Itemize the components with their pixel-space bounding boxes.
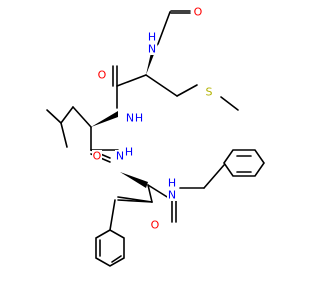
nitrogen-atom-label: N [168, 189, 176, 202]
label-background [150, 219, 160, 231]
bond [220, 96, 239, 111]
oxygen-atom-label: O [151, 219, 160, 232]
label-background [97, 69, 107, 81]
bond [72, 106, 92, 128]
hydrogen-atom-label: H [135, 112, 143, 125]
bond [157, 11, 171, 45]
label-background [204, 86, 214, 98]
bond [111, 255, 122, 263]
label-background [147, 43, 157, 55]
label-background [134, 112, 144, 124]
wedge-bond [91, 111, 118, 127]
hydrogen-atom-label: H [168, 177, 176, 190]
bond [145, 74, 178, 97]
bond [109, 199, 116, 231]
label-background [92, 150, 102, 162]
sulfur-atom-label: S [206, 86, 213, 99]
benzene-ring [95, 229, 125, 267]
bond [116, 74, 147, 87]
oxygen-atom-label: O [93, 150, 102, 163]
label-background [193, 6, 203, 18]
nitrogen-atom-label: N [116, 150, 124, 163]
benzene-ring [223, 149, 265, 177]
bond [117, 199, 153, 203]
bond [60, 106, 74, 124]
nitrogen-atom-label: N [148, 43, 156, 56]
label-background [167, 189, 177, 201]
label-background [125, 112, 135, 124]
wedge-bond [120, 172, 148, 188]
oxygen-atom-label: O [194, 6, 203, 19]
label-background [167, 177, 177, 189]
label-background [147, 31, 157, 43]
hydrogen-atom-label: H [125, 146, 133, 159]
nitrogen-atom-label: N [126, 112, 134, 125]
hydrogen-atom-label: H [148, 31, 156, 44]
bond [147, 184, 153, 203]
bond [60, 122, 68, 148]
label-background [124, 146, 134, 158]
oxygen-atom-label: O [98, 69, 107, 82]
bond [46, 109, 62, 124]
label-background [115, 150, 125, 162]
bond [203, 164, 225, 189]
bond [176, 84, 198, 97]
